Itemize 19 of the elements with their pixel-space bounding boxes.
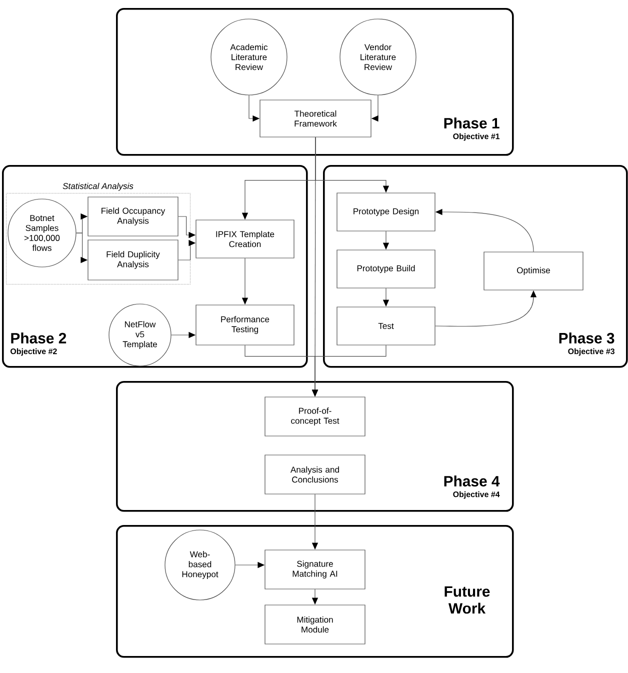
process-box: Field Duplicity Analysis (88, 240, 178, 280)
phase-title: Future Work (444, 586, 490, 614)
phase-title: Phase 3 (559, 332, 614, 344)
phase-title: Phase 4 (444, 476, 500, 486)
process-box: Test (336, 306, 436, 346)
process-box: Signature Matching AI (264, 550, 366, 590)
process-box: Proof-of-concept Test (264, 396, 366, 436)
group-heading: Statistical Analysis (62, 182, 134, 191)
process-box: Field Occupancy Analysis (88, 196, 178, 236)
phase-title: Phase 1 (444, 118, 500, 128)
process-box: Prototype Build (336, 250, 436, 288)
process-box: Mitigation Module (264, 604, 366, 644)
process-box: IPFIX Template Creation (196, 220, 294, 258)
process-box: Analysis and Conclusions (264, 454, 366, 494)
process-box: Optimise (484, 252, 584, 290)
phase-title: Phase 2 (11, 332, 66, 344)
process-box: Prototype Design (336, 192, 436, 232)
process-box: Theoretical Framework (260, 100, 372, 138)
process-box: Performance Testing (196, 304, 294, 346)
